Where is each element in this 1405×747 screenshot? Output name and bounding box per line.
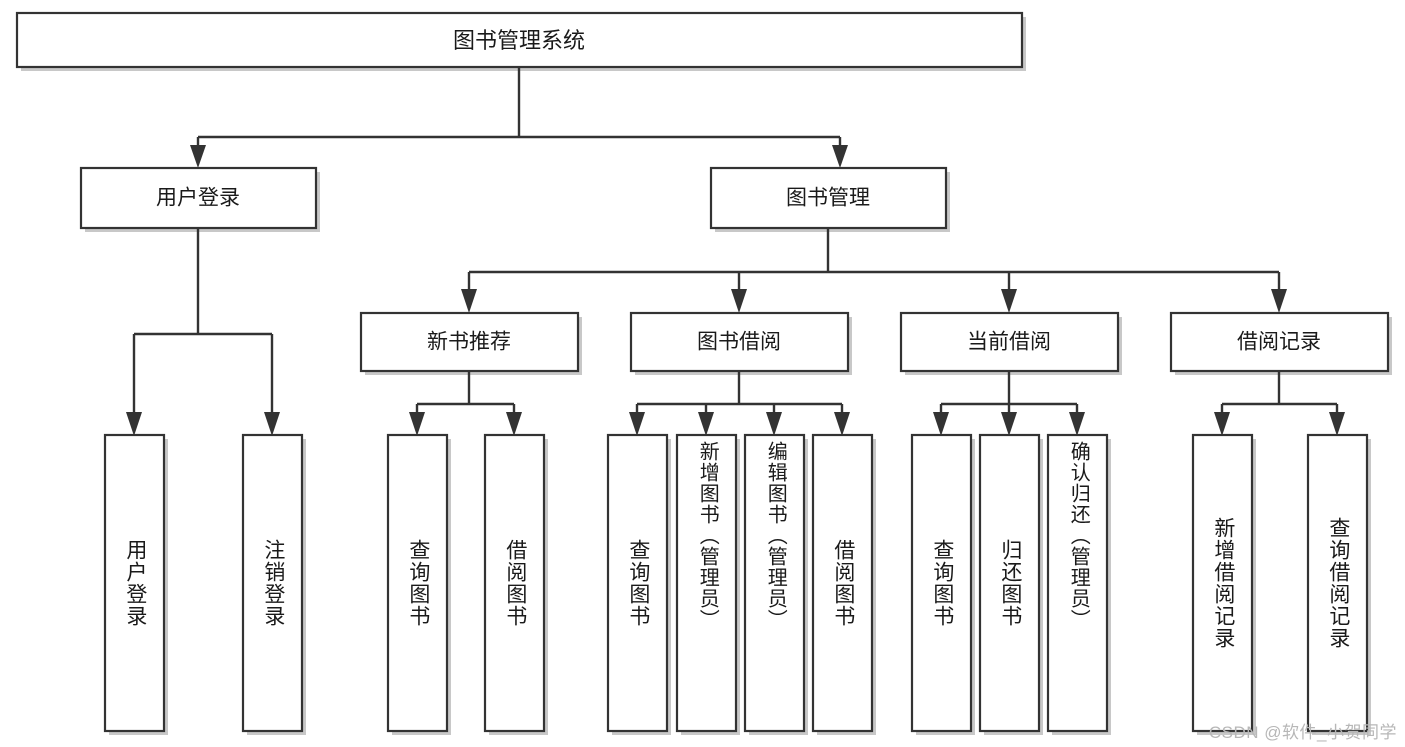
csdn-watermark: CSDN @软件_小贺同学 [1208,723,1397,742]
arrow-head-icon [698,412,714,436]
leaf-current-borrow-0[interactable] [910,433,975,735]
node-user-login-label: 用户登录 [156,187,240,210]
leaf-book-borrow-2[interactable] [743,433,808,735]
arrow-head-icon [1001,289,1017,313]
arrow-head-icon [832,145,848,168]
arrow-head-icon [1214,412,1230,436]
node-root[interactable]: 图书管理系统 [15,11,1026,71]
node-book-borrow[interactable]: 图书借阅 [629,311,852,375]
node-book-management[interactable]: 图书管理 [709,166,950,232]
node-borrow-record-label: 借阅记录 [1237,331,1321,354]
node-new-book-recommend-box [359,311,580,373]
leaf-user-login-0[interactable] [103,433,168,735]
node-book-management-label: 图书管理 [786,187,870,210]
leaf-book-borrow-0[interactable] [606,433,671,735]
node-user-login[interactable]: 用户登录 [79,166,320,232]
connector-book-borrow-to-leaves [629,371,850,436]
arrow-head-icon [731,289,747,313]
leaf-book-borrow-3[interactable] [811,433,876,735]
arrow-head-icon [190,145,206,168]
arrow-head-icon [409,412,425,436]
connector-root-to-level2 [190,67,848,168]
arrow-head-icon [1069,412,1085,436]
leaf-current-borrow-2[interactable] [1046,433,1111,735]
arrow-head-icon [766,412,782,436]
leaf-new-book-recommend-0[interactable] [386,433,451,735]
connector-new-book-recommend-to-leaves [409,371,522,436]
node-current-borrow[interactable]: 当前借阅 [899,311,1122,375]
node-current-borrow-label: 当前借阅 [967,331,1051,354]
arrow-head-icon [1271,289,1287,313]
arrow-head-icon [834,412,850,436]
connector-current-borrow-to-leaves [933,371,1085,436]
connector-borrow-record-to-leaves [1214,371,1345,436]
arrow-head-icon [1329,412,1345,436]
connector-user-login-to-leaves [126,228,280,436]
arrow-head-icon [126,412,142,436]
node-current-borrow-box [899,311,1120,373]
arrow-head-icon [629,412,645,436]
arrow-head-icon [461,289,477,313]
leaf-user-login-1[interactable] [241,433,306,735]
leaf-borrow-record-1[interactable] [1306,433,1371,735]
arrow-head-icon [264,412,280,436]
node-user-login-box [79,166,318,230]
node-root-box [15,11,1024,69]
node-root-label: 图书管理系统 [453,28,585,53]
node-new-book-recommend[interactable]: 新书推荐 [359,311,582,375]
leaf-book-borrow-1[interactable] [675,433,740,735]
arrow-head-icon [506,412,522,436]
connector-book-management-to-level3 [461,228,1287,313]
node-borrow-record[interactable]: 借阅记录 [1169,311,1392,375]
leaf-borrow-record-0[interactable] [1191,433,1256,735]
node-book-borrow-label: 图书借阅 [697,331,781,354]
leaf-new-book-recommend-1[interactable] [483,433,548,735]
node-new-book-recommend-label: 新书推荐 [427,331,511,354]
leaf-current-borrow-1[interactable] [978,433,1043,735]
arrow-head-icon [1001,412,1017,436]
arrow-head-icon [933,412,949,436]
node-borrow-record-box [1169,311,1390,373]
